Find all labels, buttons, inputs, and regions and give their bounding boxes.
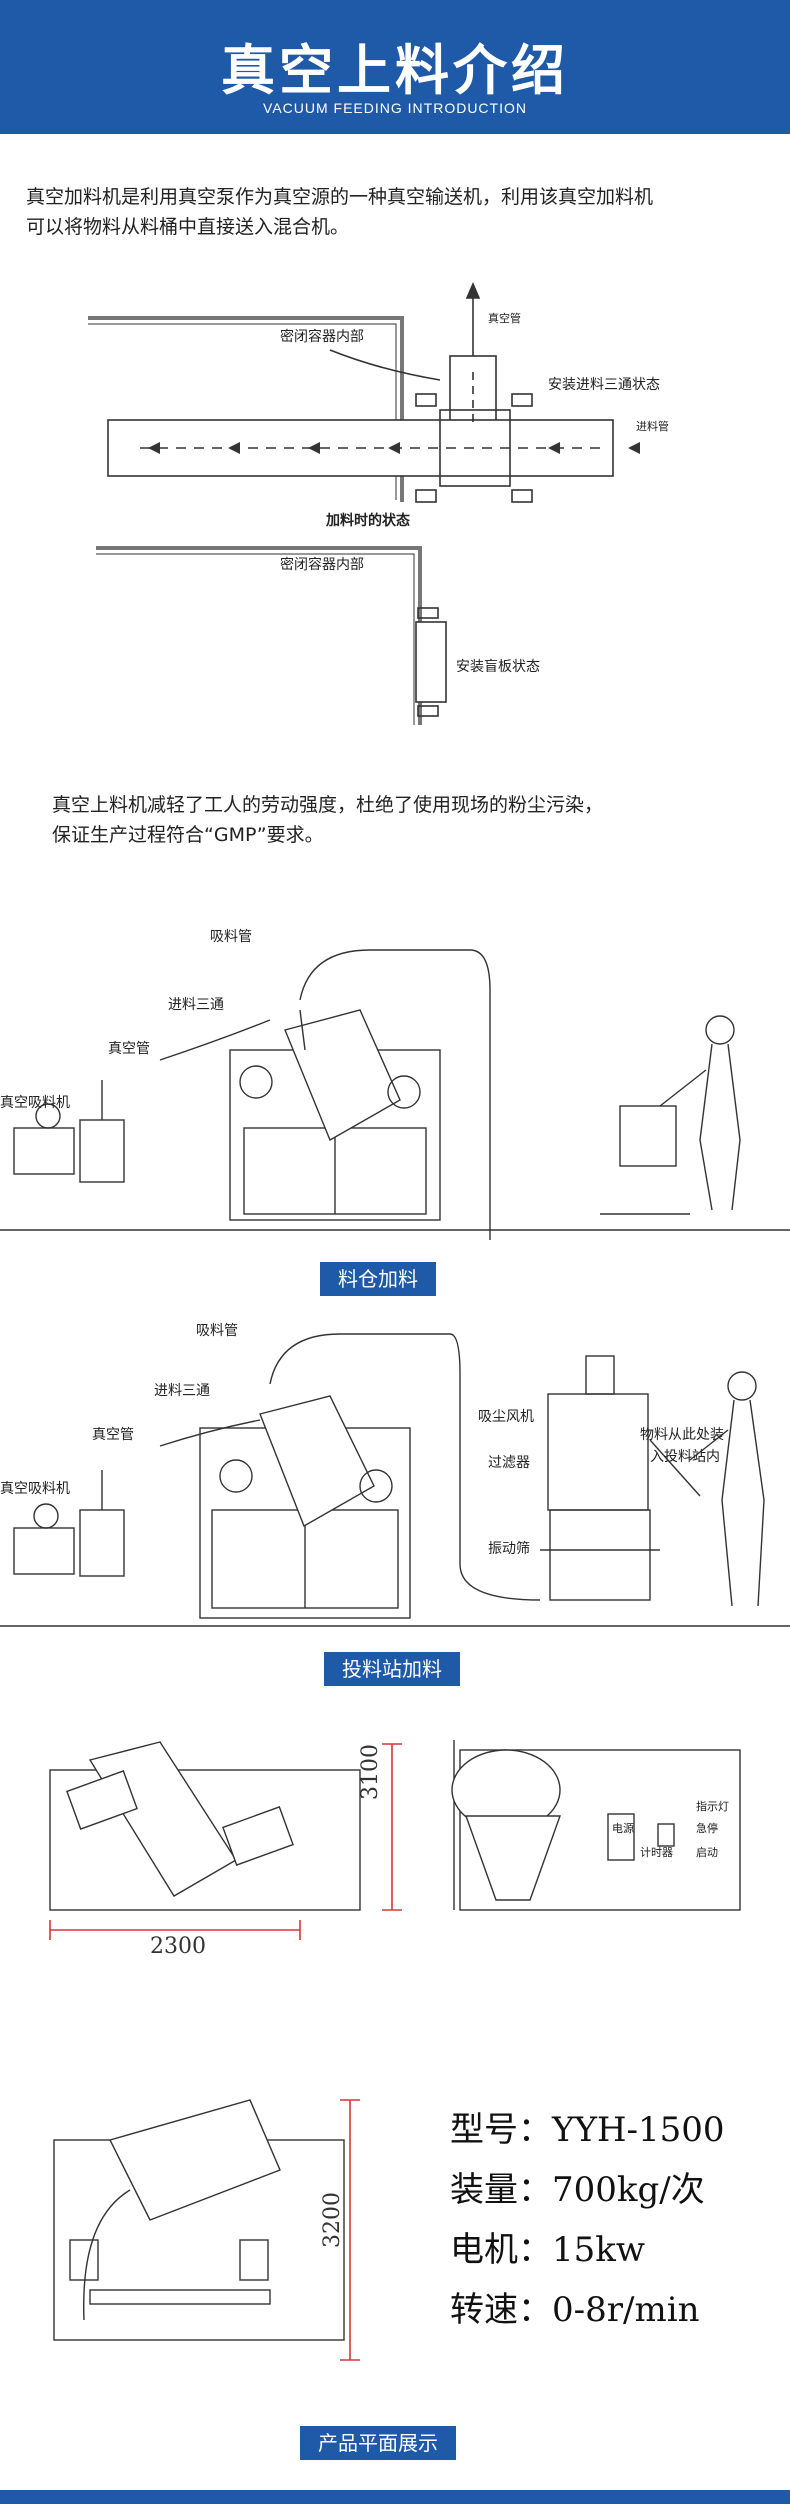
intro-line-1: 真空加料机是利用真空泵作为真空源的一种真空输送机，利用该真空加料机 bbox=[26, 186, 654, 208]
label-suction-pipe-1: 吸料管 bbox=[210, 929, 252, 945]
spec-motor: 电机：15kw bbox=[450, 2230, 645, 2270]
label-vacuum-loader-1: 真空吸料机 bbox=[0, 1095, 70, 1111]
label-feed-tee-1: 进料三通 bbox=[168, 997, 224, 1013]
caption-product-plan: 产品平面展示 bbox=[300, 2426, 456, 2460]
label-sealed-inside-1: 密闭容器内部 bbox=[280, 329, 364, 345]
spec-speed: 转速：0-8r/min bbox=[450, 2290, 700, 2330]
spec-model: 型号：YYH-1500 bbox=[450, 2110, 725, 2150]
caption-station-feeding: 投料站加料 bbox=[324, 1652, 460, 1686]
intro-paragraph: 真空加料机是利用真空泵作为真空源的一种真空输送机，利用该真空加料机 可以将物料从… bbox=[26, 182, 653, 242]
caption-silo-feeding: 料仓加料 bbox=[320, 1262, 436, 1296]
product-specs: 型号：YYH-1500 装量：700kg/次 电机：15kw 转速：0-8r/m… bbox=[450, 2100, 725, 2340]
page-subtitle: VACUUM FEEDING INTRODUCTION bbox=[263, 100, 527, 116]
panel-indicator-label: 指示灯 bbox=[696, 1800, 729, 1813]
label-note-line-2: 入投料站内 bbox=[650, 1449, 720, 1465]
label-note-line-1: 物料从此处装 bbox=[640, 1427, 724, 1443]
dimension-height-2: 3200 bbox=[320, 2192, 345, 2248]
silo-feeding-diagram bbox=[0, 949, 790, 1240]
panel-start-label: 启动 bbox=[696, 1846, 718, 1859]
panel-power-label: 电源 bbox=[612, 1822, 634, 1835]
panel-timer-label: 计时器 bbox=[640, 1846, 673, 1859]
label-suction-pipe-2: 吸料管 bbox=[196, 1323, 238, 1339]
feeding-station-diagram bbox=[0, 1333, 790, 1627]
label-blind-state: 安装盲板状态 bbox=[456, 659, 540, 675]
label-feed-pipe: 进料管 bbox=[636, 420, 669, 433]
label-filter: 过滤器 bbox=[488, 1455, 530, 1471]
benefit-line-1: 真空上料机减轻了工人的劳动强度，杜绝了使用现场的粉尘污染， bbox=[52, 794, 604, 816]
intro-line-2: 可以将物料从料桶中直接送入混合机。 bbox=[26, 216, 350, 238]
label-vacuum-pipe: 真空管 bbox=[488, 312, 521, 325]
footer-bar bbox=[0, 2490, 790, 2504]
benefit-paragraph: 真空上料机减轻了工人的劳动强度，杜绝了使用现场的粉尘污染， 保证生产过程符合“G… bbox=[52, 790, 603, 850]
label-vacuum-loader-2: 真空吸料机 bbox=[0, 1481, 70, 1497]
label-vibrating-screen: 振动筛 bbox=[488, 1541, 530, 1557]
dimension-width: 2300 bbox=[150, 1934, 206, 1959]
label-feed-tee-2: 进料三通 bbox=[154, 1383, 210, 1399]
label-dust-fan: 吸尘风机 bbox=[478, 1409, 534, 1425]
label-sealed-inside-2: 密闭容器内部 bbox=[280, 557, 364, 573]
label-tee-state: 安装进料三通状态 bbox=[548, 377, 660, 393]
page-header: 真空上料介绍 VACUUM FEEDING INTRODUCTION bbox=[0, 0, 790, 134]
label-vacuum-pipe-2: 真空管 bbox=[92, 1427, 134, 1443]
dimension-height-1: 3100 bbox=[358, 1744, 383, 1800]
benefit-line-2: 保证生产过程符合“GMP”要求。 bbox=[52, 824, 324, 846]
label-vacuum-pipe-1: 真空管 bbox=[108, 1041, 150, 1057]
label-feeding-state: 加料时的状态 bbox=[326, 513, 410, 529]
page-title: 真空上料介绍 bbox=[221, 39, 569, 102]
spec-capacity: 装量：700kg/次 bbox=[450, 2170, 705, 2210]
product-plan-drawings bbox=[49, 1740, 741, 2361]
feed-tee-diagram bbox=[88, 281, 640, 725]
panel-stop-label: 急停 bbox=[696, 1822, 718, 1835]
